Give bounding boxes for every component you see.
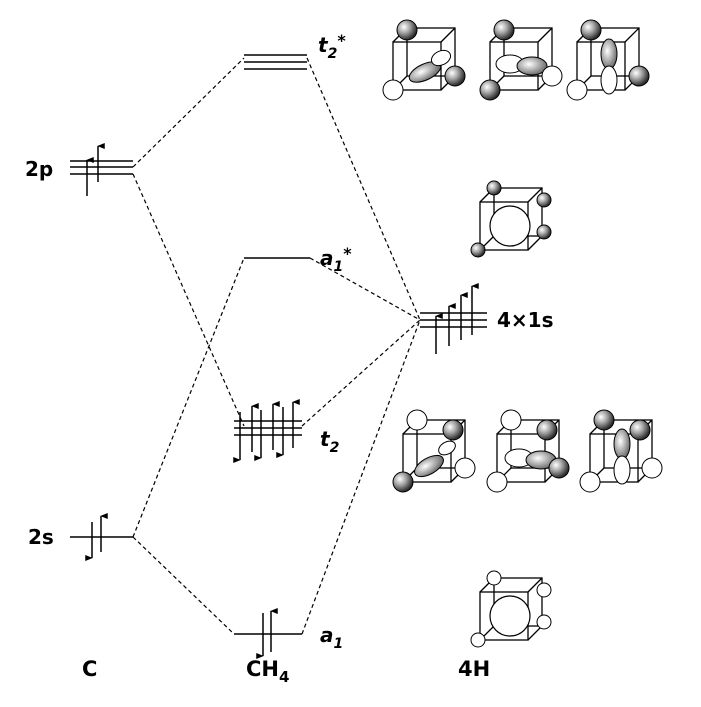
mo-a1-label: a1 (320, 623, 343, 652)
corr-t2star-h (306, 57, 421, 321)
a1-star-orbital-cube (470, 180, 552, 258)
correlation-lines (132, 57, 421, 635)
corr-2s-a1star (132, 257, 245, 538)
corr-2s-a1 (132, 536, 235, 635)
carbon-2p-label: 2p (25, 157, 53, 181)
corr-a1star-h (309, 257, 421, 321)
hydrogen-1s-label: 4×1s (497, 308, 554, 332)
mo-a1-level: a1 (234, 608, 343, 659)
mo-t2-star-label: t2* (318, 31, 346, 62)
mo-t2-level: t2 (233, 399, 339, 463)
hydrogen-1s-level: 4×1s (420, 283, 554, 354)
t2-orbital-cube-1 (392, 409, 476, 493)
corr-t2-h (301, 319, 421, 427)
t2-orbital-cube-2 (486, 409, 570, 493)
a1-orbital-cube (470, 570, 552, 648)
corr-2p-t2star (132, 57, 245, 168)
t2-star-orbital-cube-2 (479, 19, 563, 101)
mo-a1-star-label: a1* (320, 244, 352, 275)
hydrogens-column-label: 4H (458, 657, 490, 681)
mo-a1-star-level: a1* (244, 244, 352, 275)
mo-t2-label: t2 (320, 427, 339, 456)
carbon-2s-label: 2s (28, 525, 54, 549)
carbon-column-label: C (82, 657, 97, 681)
carbon-2p-level: 2p (25, 143, 133, 196)
mo-t2-star-level: t2* (244, 31, 346, 70)
corr-2p-t2 (132, 173, 245, 427)
methane-column-label: CH4 (246, 657, 289, 686)
carbon-2s-level: 2s (28, 513, 133, 561)
t2-star-orbital-cube-1 (382, 19, 466, 101)
t2-orbital-cube-3 (579, 409, 663, 493)
t2-star-orbital-cube-3 (566, 19, 650, 101)
